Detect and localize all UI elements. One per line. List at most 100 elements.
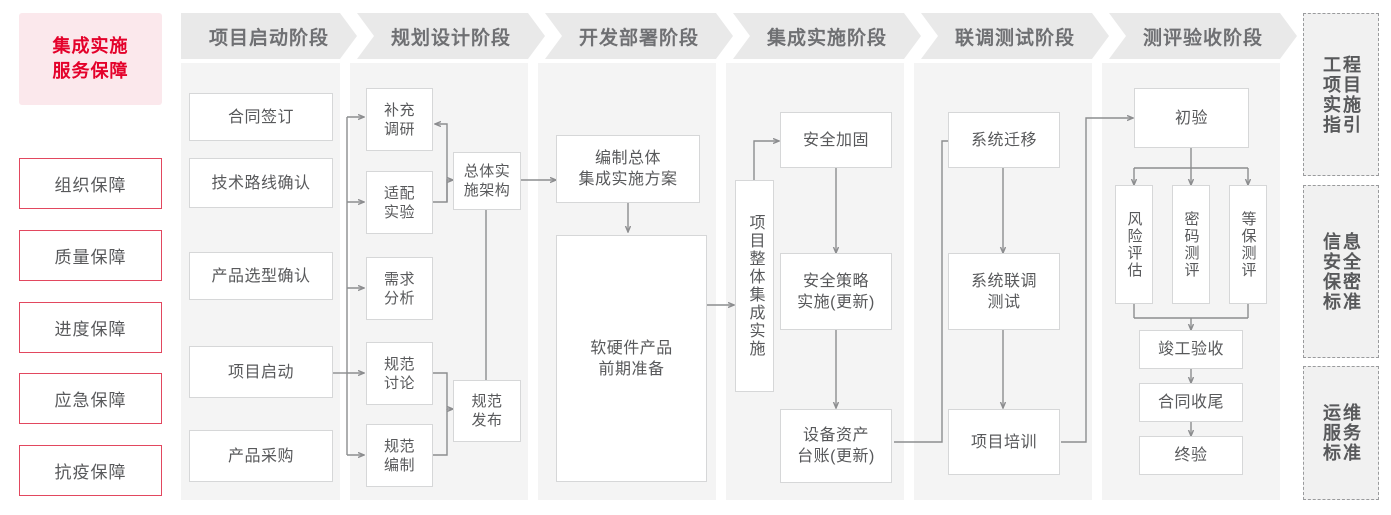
node-label-line2: 测试 — [987, 293, 1021, 311]
node-label-line1: 系统联调 — [970, 272, 1037, 290]
node-label-line1: 编制总体 — [594, 150, 661, 167]
node-security-hardening[interactable]: 安全加固 — [780, 112, 892, 168]
node-label-line1: 适配 — [383, 184, 415, 202]
node-label-line2: 讨论 — [383, 374, 415, 392]
node-label-line2: 实施(更新) — [797, 293, 875, 311]
node-classified-protection-evaluation[interactable]: 等保测评 — [1229, 185, 1267, 304]
rail-item-label: 应急保障 — [54, 391, 127, 410]
standard-text-left: 运服标 — [1321, 403, 1341, 463]
node-project-training[interactable]: 项目培训 — [948, 409, 1060, 475]
node-label: 系统迁移 — [970, 131, 1037, 149]
node-final-acceptance[interactable]: 终验 — [1139, 436, 1243, 475]
rail-item-label: 质量保障 — [54, 248, 127, 267]
rail-title-line1: 集成实施 — [52, 36, 129, 56]
node-overall-implementation-architecture[interactable]: 总体实 施架构 — [453, 152, 521, 210]
node-cryptography-evaluation[interactable]: 密码测评 — [1172, 185, 1210, 304]
node-label-line1: 总体实 — [463, 163, 511, 180]
node-label: 项目启动 — [227, 363, 294, 381]
standard-engineering-implementation-guide[interactable]: 程目施引 工项实指 — [1303, 13, 1379, 176]
node-spec-release[interactable]: 规范 发布 — [453, 380, 521, 442]
node-product-purchase[interactable]: 产品采购 — [189, 430, 333, 482]
node-label-line2: 实验 — [383, 203, 415, 221]
phase-title-p5: 联调测试阶段 — [954, 27, 1075, 49]
node-label: 初验 — [1174, 109, 1208, 127]
node-demand-analysis[interactable]: 需求 分析 — [366, 257, 433, 320]
node-label: 安全加固 — [802, 131, 869, 149]
rail-title: 集成实施 服务保障 — [19, 13, 162, 105]
phase-title-p1: 项目启动阶段 — [208, 27, 329, 49]
node-label: 产品选型确认 — [211, 267, 311, 285]
node-label: 项目培训 — [970, 433, 1037, 451]
node-label-line2: 分析 — [383, 289, 415, 307]
phase-header-p3[interactable]: 开发部署阶段 — [545, 13, 733, 59]
node-contract-signing[interactable]: 合同签订 — [189, 93, 333, 141]
rail-item-quality[interactable]: 质量保障 — [19, 230, 162, 281]
node-label-line1: 安全策略 — [802, 272, 869, 290]
node-label-line1: 规范 — [383, 355, 415, 373]
phase-header-p2[interactable]: 规划设计阶段 — [357, 13, 545, 59]
node-overall-integration-plan[interactable]: 编制总体 集成实施方案 — [556, 135, 700, 203]
rail-item-schedule[interactable]: 进度保障 — [19, 302, 162, 353]
node-tech-route-confirm[interactable]: 技术路线确认 — [189, 158, 333, 208]
node-label: 合同签订 — [227, 108, 294, 126]
node-project-kickoff[interactable]: 项目启动 — [189, 346, 333, 398]
node-label-line2: 前期准备 — [598, 360, 665, 378]
phase-title-p4: 集成实施阶段 — [766, 27, 887, 49]
rail-item-epidemic[interactable]: 抗疫保障 — [19, 445, 162, 496]
rail-item-label: 抗疫保障 — [54, 463, 127, 482]
node-spec-discussion[interactable]: 规范 讨论 — [366, 342, 433, 405]
standard-text-right: 维务准 — [1341, 403, 1361, 463]
node-completion-acceptance[interactable]: 竣工验收 — [1139, 330, 1243, 369]
phase-title-p3: 开发部署阶段 — [578, 27, 699, 49]
phase-title-p2: 规划设计阶段 — [390, 27, 511, 49]
standard-information-security-confidentiality[interactable]: 息全密准 信安保标 — [1303, 185, 1379, 358]
phase-header-p1[interactable]: 项目启动阶段 — [181, 13, 357, 59]
node-label-line1: 需求 — [383, 270, 415, 288]
standard-operation-maintenance-service[interactable]: 维务准 运服标 — [1303, 366, 1379, 500]
node-label: 项目整体集成实施 — [746, 214, 764, 358]
node-system-joint-test[interactable]: 系统联调 测试 — [948, 253, 1060, 330]
standard-text-right: 息全密准 — [1341, 231, 1361, 312]
phase-header-p5[interactable]: 联调测试阶段 — [921, 13, 1109, 59]
node-label-line1: 补充 — [383, 101, 415, 119]
node-security-policy-implementation[interactable]: 安全策略 实施(更新) — [780, 253, 892, 330]
node-label: 竣工验收 — [1157, 341, 1224, 358]
node-label: 终验 — [1174, 447, 1208, 464]
node-preliminary-acceptance[interactable]: 初验 — [1134, 88, 1249, 148]
node-system-migration[interactable]: 系统迁移 — [948, 112, 1060, 168]
node-contract-closeout[interactable]: 合同收尾 — [1139, 383, 1243, 422]
node-label-line1: 软硬件产品 — [590, 339, 673, 357]
node-supplementary-survey[interactable]: 补充 调研 — [366, 88, 433, 151]
node-label: 密码测评 — [1182, 210, 1200, 279]
node-label: 等保测评 — [1239, 210, 1257, 279]
phase-header-p4[interactable]: 集成实施阶段 — [733, 13, 921, 59]
node-label-line2: 编制 — [383, 456, 415, 474]
rail-item-label: 进度保障 — [54, 320, 127, 339]
node-label: 技术路线确认 — [211, 174, 311, 192]
rail-item-label: 组织保障 — [54, 176, 127, 195]
node-spec-drafting[interactable]: 规范 编制 — [366, 424, 433, 487]
node-label-line2: 调研 — [383, 120, 415, 138]
rail-title-line2: 服务保障 — [52, 61, 129, 81]
node-label: 风险评估 — [1125, 210, 1143, 279]
node-label-line2: 集成实施方案 — [578, 171, 678, 188]
node-hardware-software-preparation[interactable]: 软硬件产品 前期准备 — [556, 235, 707, 482]
node-label-line2: 台账(更新) — [797, 448, 875, 465]
node-label-line1: 规范 — [471, 393, 503, 410]
rail-item-organization[interactable]: 组织保障 — [19, 158, 162, 209]
standard-text-right: 程目施引 — [1341, 54, 1361, 135]
node-label-line2: 发布 — [471, 412, 503, 429]
node-overall-project-integration[interactable]: 项目整体集成实施 — [735, 180, 774, 392]
node-product-selection-confirm[interactable]: 产品选型确认 — [189, 252, 333, 300]
node-risk-assessment[interactable]: 风险评估 — [1115, 185, 1153, 304]
phase-header-p6[interactable]: 测评验收阶段 — [1109, 13, 1297, 59]
node-label-line1: 规范 — [383, 437, 415, 455]
standard-text-left: 信安保标 — [1321, 231, 1341, 312]
node-equipment-asset-ledger[interactable]: 设备资产 台账(更新) — [780, 409, 892, 483]
node-label: 产品采购 — [227, 447, 294, 465]
standard-text-left: 工项实指 — [1321, 54, 1341, 135]
node-label-line2: 施架构 — [463, 182, 511, 199]
node-adaptation-experiment[interactable]: 适配 实验 — [366, 171, 433, 234]
rail-item-emergency[interactable]: 应急保障 — [19, 373, 162, 424]
